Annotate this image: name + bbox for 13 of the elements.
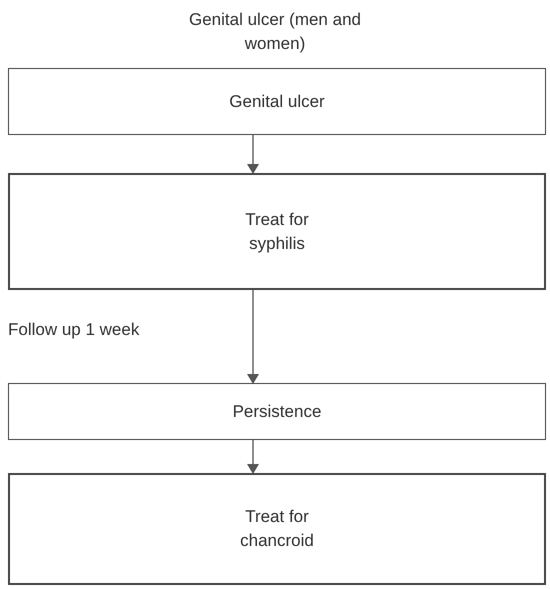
arrow: [247, 440, 259, 474]
arrow: [247, 135, 259, 174]
process-box: [8, 473, 546, 585]
box-text: Genital ulcer: [228, 90, 326, 112]
box-text: Treat for chancroid: [239, 506, 315, 552]
box-text: Persistence: [232, 400, 322, 422]
note-text: Follow up 1 week: [8, 320, 140, 340]
process-box: [8, 383, 546, 440]
arrow: [247, 290, 259, 384]
box-text: Treat for syphilis: [244, 208, 310, 254]
diagram-title: Genital ulcer (men and women): [188, 9, 362, 55]
process-box: [8, 68, 546, 135]
process-box: [8, 173, 546, 290]
